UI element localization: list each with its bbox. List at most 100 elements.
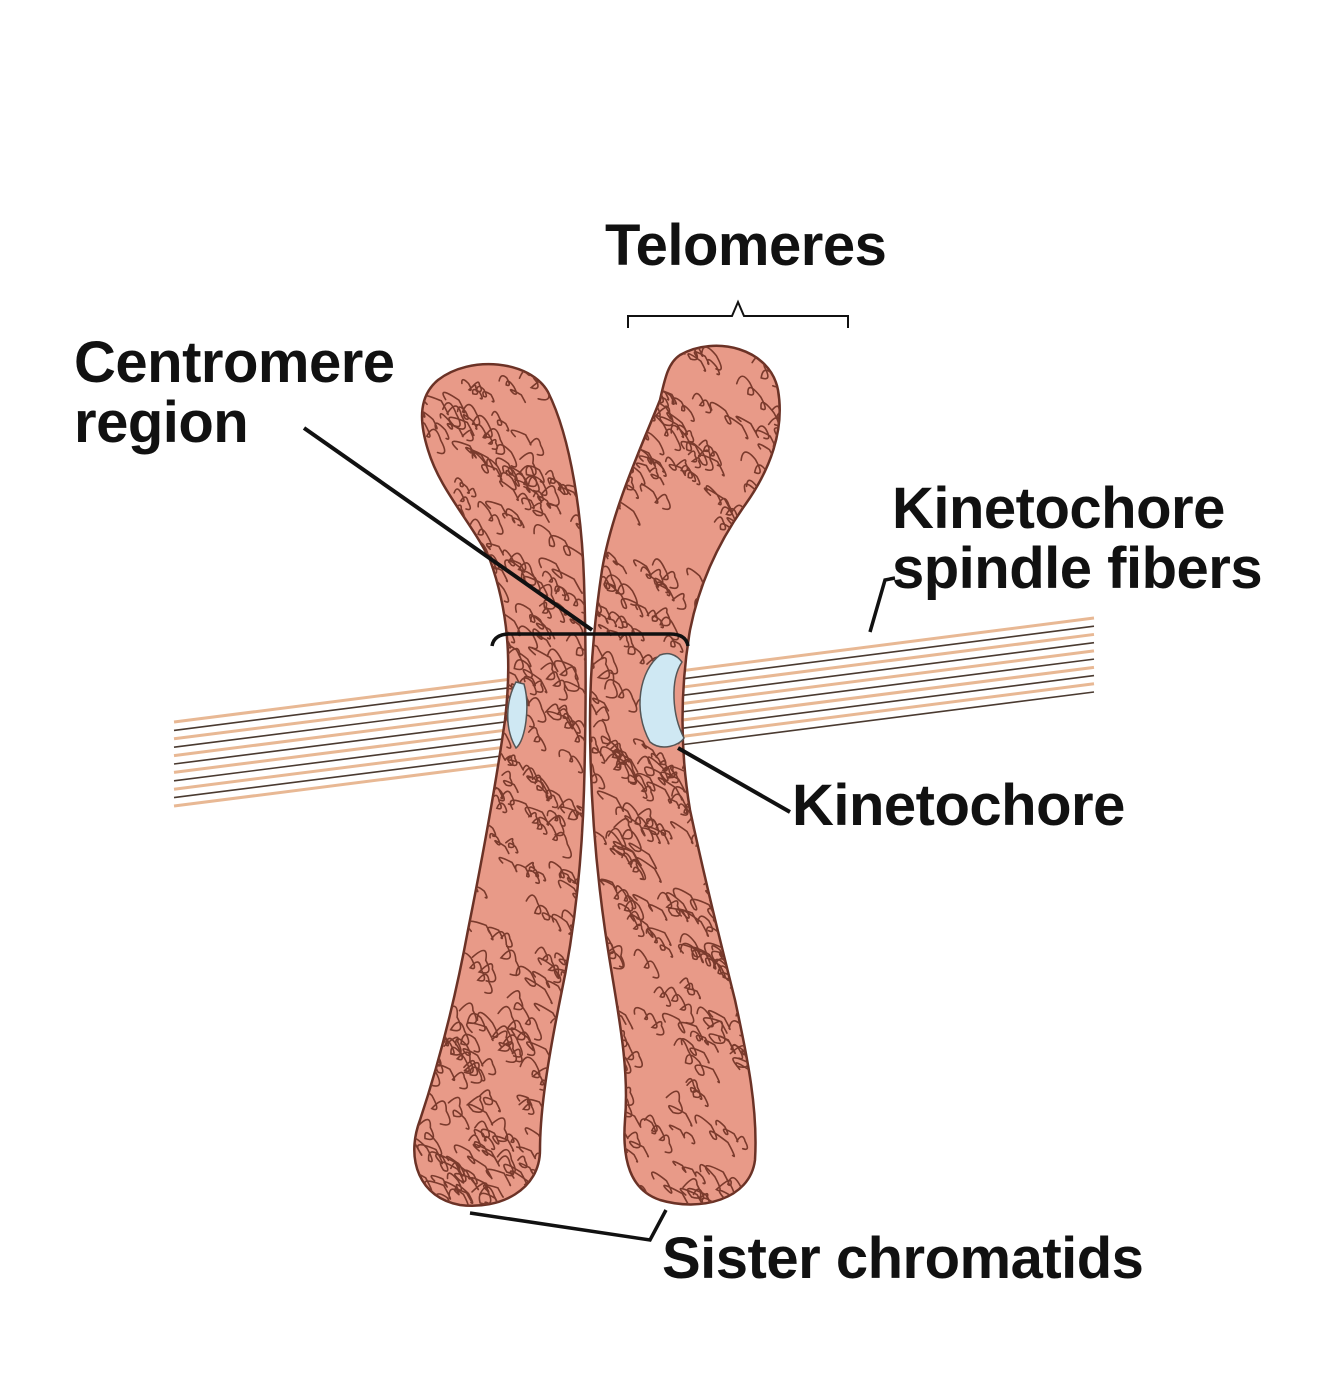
chromatin-coil: [454, 639, 496, 678]
chromatin-coil: [593, 1167, 613, 1189]
chromatin-coil: [710, 562, 737, 592]
chromatin-coil: [710, 751, 729, 766]
chromatin-coil: [734, 871, 758, 893]
chromatin-coil: [753, 844, 791, 877]
chromatin-coil: [707, 859, 737, 879]
chromatin-coil: [402, 536, 452, 584]
chromatin-coil: [418, 778, 440, 805]
chromatin-coil: [584, 465, 620, 508]
chromatin-coil: [743, 749, 761, 767]
chromatin-coil: [409, 655, 437, 681]
chromatin-coil: [401, 934, 430, 968]
chromatin-coil: [411, 357, 427, 374]
sister-chromatids-bracket: [470, 1210, 666, 1240]
spindle-fiber: [672, 618, 1094, 672]
centromere-region-label-line2: region: [74, 390, 248, 455]
chromatin-coil: [740, 759, 780, 807]
chromatin-coil: [563, 1039, 585, 1054]
chromatin-coil: [720, 916, 742, 932]
chromatin-coil: [749, 543, 780, 571]
kinetochore-leader: [678, 748, 790, 812]
chromatin-coil: [405, 645, 431, 665]
spindle-fibers-right: [672, 618, 1094, 746]
spindle-fiber: [672, 651, 1094, 705]
spindle-fiber: [174, 737, 520, 781]
chromatin-coil: [562, 1161, 600, 1187]
chromatin-coil: [459, 660, 477, 684]
chromatin-coil: [764, 933, 788, 956]
chromatin-coil: [417, 536, 444, 560]
spindle-fiber: [174, 686, 520, 730]
chromatin-coil: [768, 1097, 808, 1126]
chromatin-coil: [580, 1071, 613, 1098]
chromatin-coil: [703, 789, 730, 817]
chromatin-coil: [745, 595, 788, 627]
chromatid-right: [571, 330, 816, 1248]
spindle-fiber: [174, 754, 520, 798]
chromatin-coil: [745, 875, 764, 902]
chromatin-coil: [461, 791, 482, 814]
chromatin-coil: [695, 599, 730, 632]
chromatin-coil: [466, 585, 499, 615]
chromatin-coil: [424, 634, 440, 653]
chromatin-coil: [715, 791, 743, 819]
kinetochore-spindle-fibers-label-line2: spindle fibers: [892, 536, 1262, 601]
kinetochore-label: Kinetochore: [792, 773, 1125, 838]
chromatin-coil: [716, 574, 772, 630]
chromatin-coil: [696, 612, 723, 649]
spindle-fiber: [672, 659, 1094, 713]
chromatin-coil: [759, 1060, 781, 1087]
telomeres-bracket: [628, 302, 848, 328]
spindle-fiber: [672, 684, 1094, 738]
chromatin-coil: [593, 1080, 607, 1100]
chromatin-coil: [551, 1195, 569, 1221]
chromatin-coil: [415, 848, 442, 884]
chromatin-coil: [554, 383, 583, 404]
chromatin-coil: [754, 860, 805, 904]
chromatin-coil: [607, 1205, 645, 1248]
sister-chromatids-label: Sister chromatids: [662, 1226, 1143, 1291]
chromatin-coil: [433, 916, 462, 943]
chromatin-coil: [517, 1207, 542, 1228]
spindle-fiber: [672, 634, 1094, 688]
chromatin-coil: [574, 1057, 594, 1078]
chromatin-coil: [744, 616, 773, 638]
chromatin-coil: [562, 1168, 613, 1216]
chromatin-coil: [406, 900, 428, 917]
chromatin-coil: [755, 525, 805, 568]
chromatin-coil: [728, 894, 752, 914]
chromatin-coil: [757, 554, 816, 604]
spindle-fibers-left: [174, 678, 520, 806]
chromatin-coil: [436, 615, 458, 638]
chromatin-coil: [565, 380, 588, 405]
chromatin-coil: [749, 857, 777, 879]
chromatin-coil: [705, 861, 736, 886]
chromatin-coil: [401, 833, 431, 870]
telomeres-label: Telomeres: [605, 213, 886, 278]
chromatin-coil: [763, 1193, 781, 1210]
chromatin-coil: [750, 878, 785, 913]
spindle-fiber: [174, 703, 520, 747]
chromatin-coil: [593, 1161, 616, 1180]
chromatin-coil: [688, 638, 729, 678]
chromatin-coil: [545, 1155, 569, 1179]
chromatin-coil: [411, 650, 451, 680]
chromatin-coil: [734, 961, 751, 978]
chromatin-coil: [435, 835, 470, 863]
chromatin-coil: [585, 346, 628, 388]
chromatin-coil: [421, 632, 452, 670]
chromatin-coil: [740, 589, 776, 616]
chromatin-coil: [576, 1151, 610, 1185]
chromatin-coil: [604, 335, 641, 373]
spindle-fiber: [672, 692, 1094, 746]
chromatin-coil: [721, 613, 756, 642]
chromatin-coil: [761, 988, 798, 1020]
spindle-fiber: [672, 643, 1094, 697]
spindle-fiber: [174, 720, 520, 764]
chromatin-coil: [766, 1171, 810, 1229]
chromatin-coil: [724, 913, 763, 954]
chromatin-coil: [398, 768, 423, 789]
chromatin-coil: [768, 861, 807, 895]
chromatin-coil: [442, 564, 465, 583]
